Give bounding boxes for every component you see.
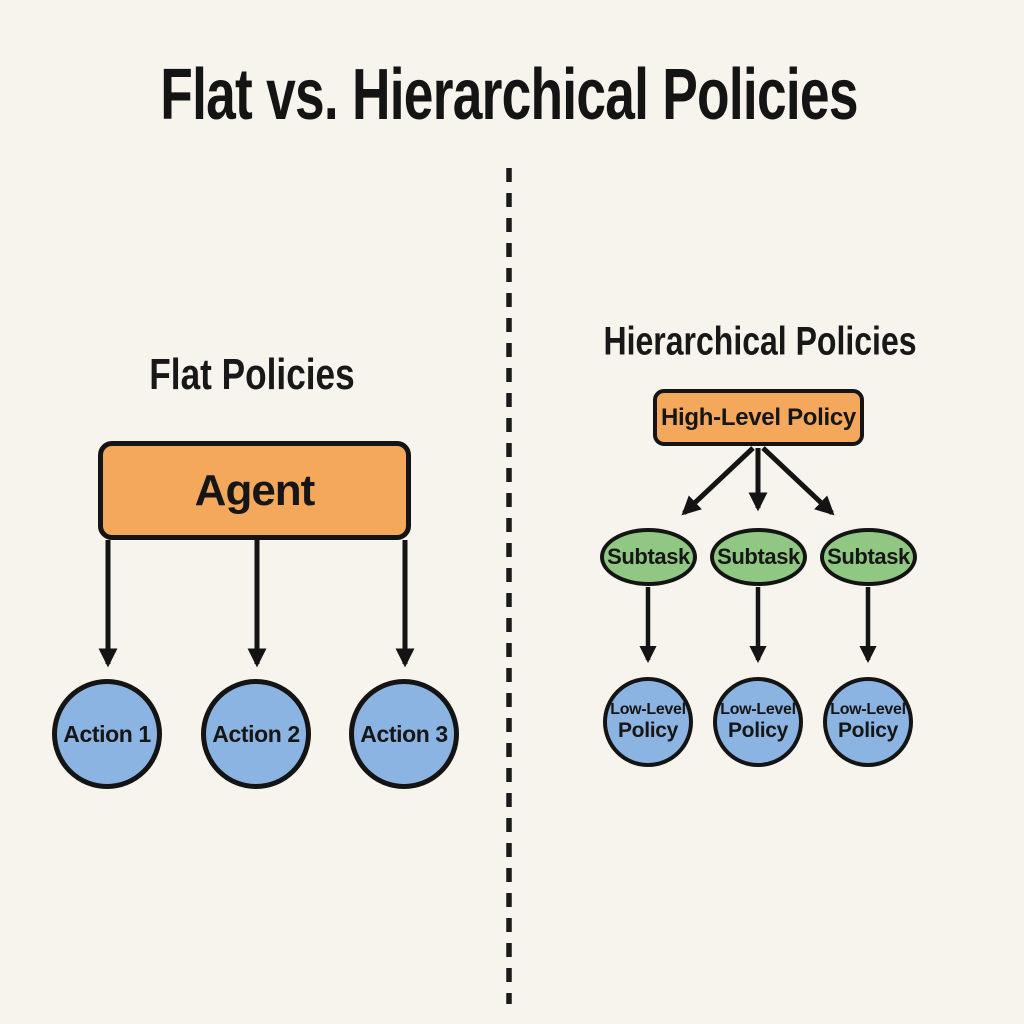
low-level-policy-3-node: Low-Level Policy	[823, 677, 913, 767]
action-1-node: Action 1	[52, 679, 162, 789]
low-level-policy-3-label-line1: Low-Level	[830, 701, 906, 719]
high-level-policy-box: High-Level Policy	[653, 389, 864, 446]
subtask-2-label: Subtask	[717, 544, 800, 569]
low-level-policy-2-node: Low-Level Policy	[713, 677, 803, 767]
arrow-hl-subtask3	[761, 446, 835, 516]
subtask-1-label: Subtask	[607, 544, 690, 569]
hier-fan-arrows	[681, 446, 835, 516]
action-1-label: Action 1	[63, 720, 151, 747]
action-2-node: Action 2	[201, 679, 311, 789]
low-level-policy-1-label-line1: Low-Level	[610, 701, 686, 719]
flat-arrows	[98, 540, 415, 668]
hierarchical-policies-heading: Hierarchical Policies	[603, 319, 917, 364]
agent-box: Agent	[98, 441, 411, 540]
high-level-policy-label: High-Level Policy	[661, 403, 856, 431]
low-level-policy-2-label-line1: Low-Level	[720, 701, 796, 719]
action-3-label: Action 3	[360, 720, 448, 747]
hier-mid-arrows	[639, 587, 877, 664]
action-2-label: Action 2	[212, 720, 300, 747]
low-level-policy-3-label-line2: Policy	[837, 719, 899, 743]
subtask-2-node: Subtask	[710, 528, 807, 586]
subtask-3-node: Subtask	[820, 528, 917, 586]
agent-label: Agent	[194, 465, 316, 515]
low-level-policy-1-label-line2: Policy	[617, 719, 679, 743]
subtask-3-label: Subtask	[827, 544, 910, 569]
action-3-node: Action 3	[349, 679, 459, 789]
low-level-policy-1-node: Low-Level Policy	[603, 677, 693, 767]
low-level-policy-2-label-line2: Policy	[727, 719, 789, 743]
subtask-1-node: Subtask	[600, 528, 697, 586]
flat-policies-heading: Flat Policies	[149, 350, 355, 399]
page-title: Flat vs. Hierarchical Policies	[160, 55, 858, 135]
arrow-hl-subtask1	[681, 446, 755, 516]
